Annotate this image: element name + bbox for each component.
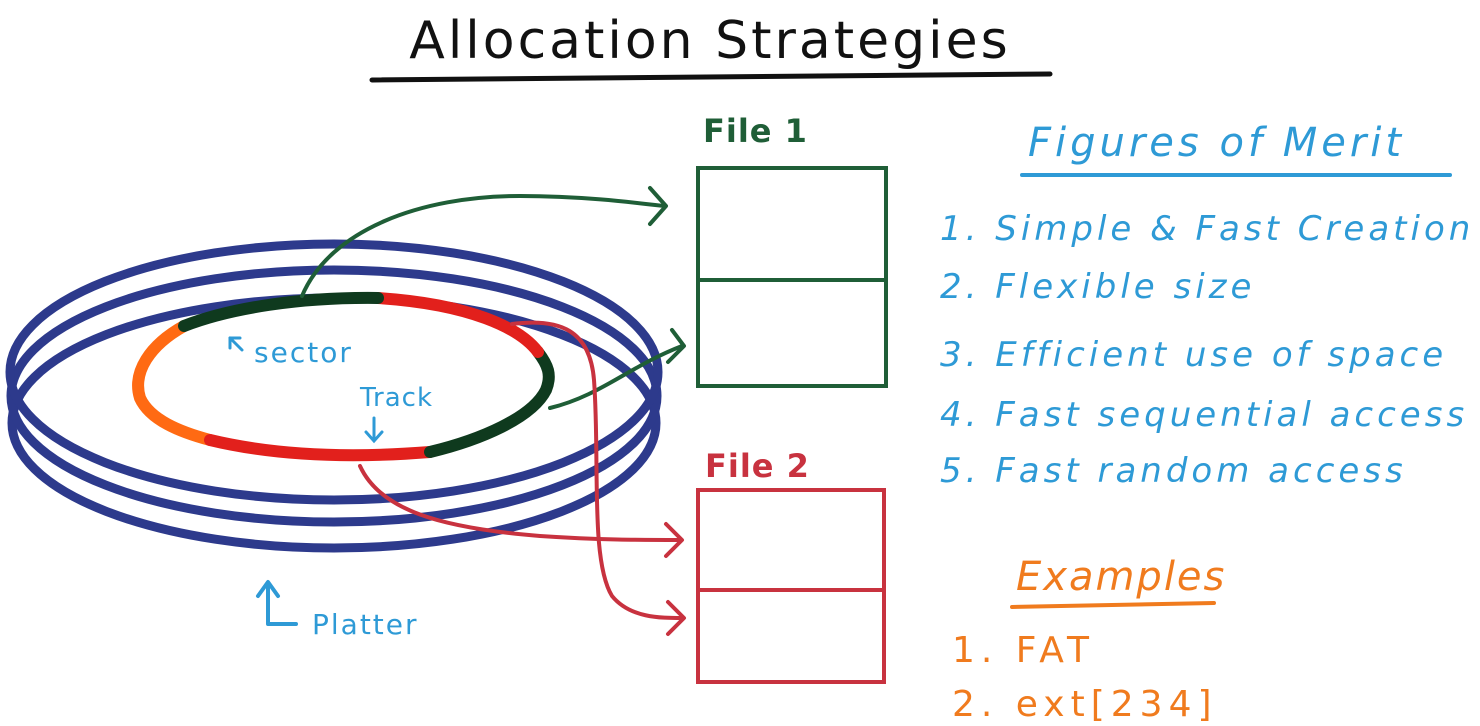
sector-annotation (228, 336, 244, 352)
platter-stack (5, 239, 663, 553)
track-label: Track (359, 383, 433, 413)
arrowhead-file2-block2 (666, 600, 686, 636)
arrow-sector-to-file2-block1 (358, 464, 682, 542)
file-1-blocks (696, 166, 888, 388)
merit-item-4: 4. Fast sequential access (940, 395, 1468, 435)
platter-label: Platter (312, 608, 419, 641)
figures-of-merit-heading: Figures of Merit (1028, 120, 1405, 166)
title-underline (369, 71, 1053, 83)
examples-heading: Examples (1016, 554, 1226, 600)
track-ring (132, 291, 555, 462)
track-arrow-icon (364, 416, 384, 444)
arrow-sector-to-file2-block2 (510, 320, 684, 620)
arrowhead-file2-block1 (664, 522, 684, 558)
sector-green-right (424, 346, 555, 458)
diagram-title: Allocation Strategies (409, 11, 1010, 71)
merit-item-2: 2. Flexible size (940, 267, 1255, 307)
arrowhead-file1-block1 (648, 186, 668, 226)
merit-item-3: 3. Efficient use of space (940, 335, 1447, 375)
sector-red-top (372, 292, 544, 358)
file-1-block-1 (696, 166, 888, 282)
file-2-label: File 2 (705, 447, 810, 485)
file-1-label: File 1 (703, 112, 808, 150)
sector-green-top (178, 291, 384, 332)
file-2-block-1 (696, 488, 886, 592)
merit-item-5: 5. Fast random access (940, 451, 1407, 491)
file-1-block-2 (696, 278, 888, 388)
examples-underline (1010, 601, 1216, 609)
example-item-1: 1. FAT (952, 630, 1095, 671)
file-2-block-2 (696, 588, 886, 684)
platter-disk-top (5, 239, 663, 505)
file-2-blocks (696, 488, 886, 684)
sector-red-bottom (204, 434, 436, 462)
merit-item-1: 1. Simple & Fast Creation (940, 209, 1474, 249)
sector-label: sector (254, 336, 353, 369)
arrow-sector-to-file1-block2 (548, 344, 684, 410)
platter-disk-middle (6, 265, 662, 527)
example-item-2: 2. ext[234] (952, 684, 1218, 725)
platter-arrow-icon (256, 580, 298, 626)
arrowhead-file1-block2 (666, 328, 686, 364)
arrow-sector-to-file1-block1 (300, 194, 666, 298)
sector-orange (132, 320, 216, 446)
